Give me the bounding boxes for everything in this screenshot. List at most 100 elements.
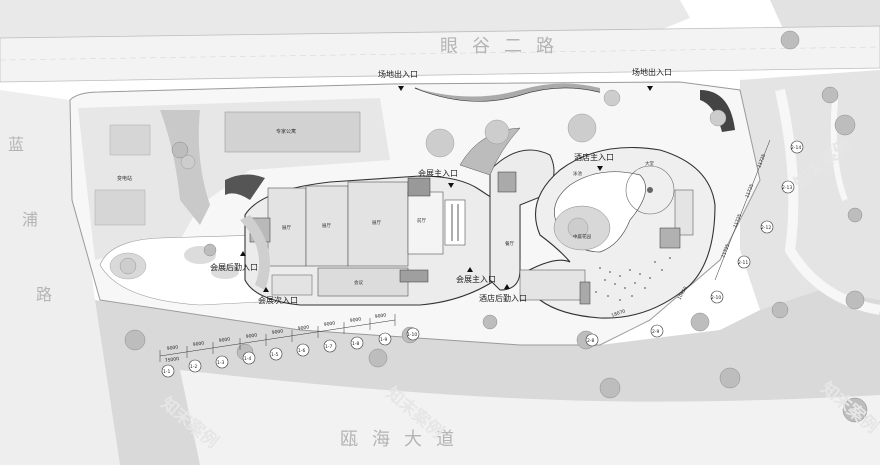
small-building — [109, 124, 151, 156]
dim-5: 9000 — [271, 328, 283, 336]
service-block — [271, 274, 313, 296]
dim-8: 9000 — [349, 316, 361, 324]
west-lawn-3 — [211, 265, 239, 279]
north-road-label: 眼谷二路 — [440, 36, 568, 57]
hall-c — [347, 181, 409, 267]
substation-building — [94, 189, 146, 226]
expo-secondary-entrance-label: 会展次入口 — [258, 295, 298, 305]
west-road-label-1: 蓝 — [8, 135, 24, 154]
axis-1-7: 1-7 — [325, 344, 332, 350]
ballroom-center — [647, 187, 653, 193]
expo-main-entrance-2-label: 会展主入口 — [456, 274, 496, 284]
expo-back-entrance-arrow — [240, 251, 246, 256]
expo-secondary-entrance-arrow — [263, 287, 269, 292]
apartment-label: 专家公寓 — [276, 128, 296, 135]
axis-2-10: 2-10 — [711, 295, 721, 301]
hall-b — [305, 185, 349, 267]
hotel-core — [659, 227, 681, 249]
meeting-rooms — [317, 267, 409, 297]
south-road-label: 瓯海大道 — [340, 429, 468, 450]
nw-ramp — [225, 174, 265, 200]
dim-6: 9000 — [297, 324, 309, 332]
dimension-chain-south — [159, 314, 396, 362]
axis-2-12: 2-12 — [761, 225, 771, 231]
axis-1-8: 1-8 — [352, 341, 359, 347]
site-entrance-west-arrow — [398, 86, 404, 91]
axis-1-10: 1-10 — [407, 332, 417, 338]
axis-1-5: 1-5 — [271, 352, 278, 358]
north-road-centerline — [0, 46, 880, 61]
west-road-label-2: 浦 — [22, 210, 38, 229]
escalator — [444, 199, 466, 246]
hotel-core-2 — [579, 281, 591, 305]
axis-1-6: 1-6 — [298, 348, 305, 354]
dim-e2: 11725 — [744, 183, 755, 199]
site-entrance-east-arrow — [647, 86, 653, 91]
pool-label: 泳池 — [573, 170, 582, 177]
street-trees — [124, 30, 868, 423]
dim-e4: 11725 — [720, 243, 731, 259]
ballroom-label: 大堂 — [645, 160, 654, 167]
east-path — [775, 88, 880, 315]
dim-2: 9000 — [192, 340, 204, 348]
dim-e1: 11725 — [756, 153, 767, 169]
dim-7: 9000 — [323, 320, 335, 328]
ballroom-circle — [625, 165, 675, 215]
restaurant-label: 餐厅 — [505, 240, 514, 247]
west-road — [0, 90, 120, 465]
west-ramp — [240, 215, 270, 290]
axis-2-11: 2-11 — [738, 260, 748, 266]
hall-a-label: 展厅 — [282, 225, 291, 231]
dim-total: 75000 — [164, 356, 179, 364]
hotel-main-entrance-label: 酒店主入口 — [574, 152, 614, 162]
south-road — [180, 370, 880, 465]
dim-e3: 11725 — [732, 213, 743, 229]
middle-core — [497, 171, 517, 193]
seating-pattern — [595, 257, 671, 301]
hotel-back-entrance-label: 酒店后勤入口 — [479, 293, 527, 303]
axis-2-13: 2-13 — [782, 185, 792, 191]
hall-b-label: 展厅 — [322, 223, 331, 229]
canopy-fill — [415, 83, 600, 102]
lobby-room — [407, 191, 444, 255]
axis-2-9: 2-9 — [652, 329, 659, 335]
east-path-2 — [830, 99, 848, 202]
meeting-label: 会议 — [354, 279, 363, 286]
garden-label: 中庭花园 — [573, 233, 591, 240]
dim-1: 9000 — [166, 344, 178, 352]
core-stair-3 — [399, 269, 429, 283]
dim-hotel: 18070 — [611, 308, 627, 319]
expo-main-entrance-2-arrow — [467, 267, 473, 272]
west-road-label-3: 路 — [36, 285, 52, 304]
north-road — [0, 25, 880, 83]
axis-1-3: 1-3 — [217, 360, 224, 366]
core-stair — [407, 177, 431, 197]
axis-2-14: 2-14 — [791, 145, 801, 151]
dim-3: 9000 — [218, 336, 230, 344]
hotel-rooms-east — [674, 189, 694, 236]
site-trees — [119, 89, 727, 275]
lobby-label: 前厅 — [417, 217, 426, 224]
axis-1-1: 1-1 — [163, 369, 170, 375]
hall-c-label: 展厅 — [372, 220, 381, 226]
apartment-building — [224, 111, 361, 153]
site-entrance-west-label: 场地出入口 — [378, 69, 418, 79]
axis-1-4: 1-4 — [244, 356, 251, 362]
hotel-rooms-south — [519, 269, 586, 301]
site-entrance-east-label: 场地出入口 — [632, 67, 672, 77]
north-block — [0, 0, 690, 38]
expo-main-entrance-arrow — [448, 183, 454, 188]
dim-9: 9000 — [374, 312, 386, 320]
dimension-chain-east — [714, 139, 771, 281]
axis-bubbles — [161, 140, 804, 378]
axis-1-2: 1-2 — [190, 364, 197, 370]
dim-4: 9000 — [245, 332, 257, 340]
expo-back-entrance-label: 会展后勤入口 — [210, 262, 258, 272]
axis-1-9: 1-9 — [380, 337, 387, 343]
substation-label: 变电站 — [117, 175, 132, 182]
hotel-back-entrance-arrow — [504, 284, 510, 289]
expo-main-entrance-label: 会展主入口 — [418, 168, 458, 178]
hotel-main-entrance-arrow — [597, 166, 603, 171]
